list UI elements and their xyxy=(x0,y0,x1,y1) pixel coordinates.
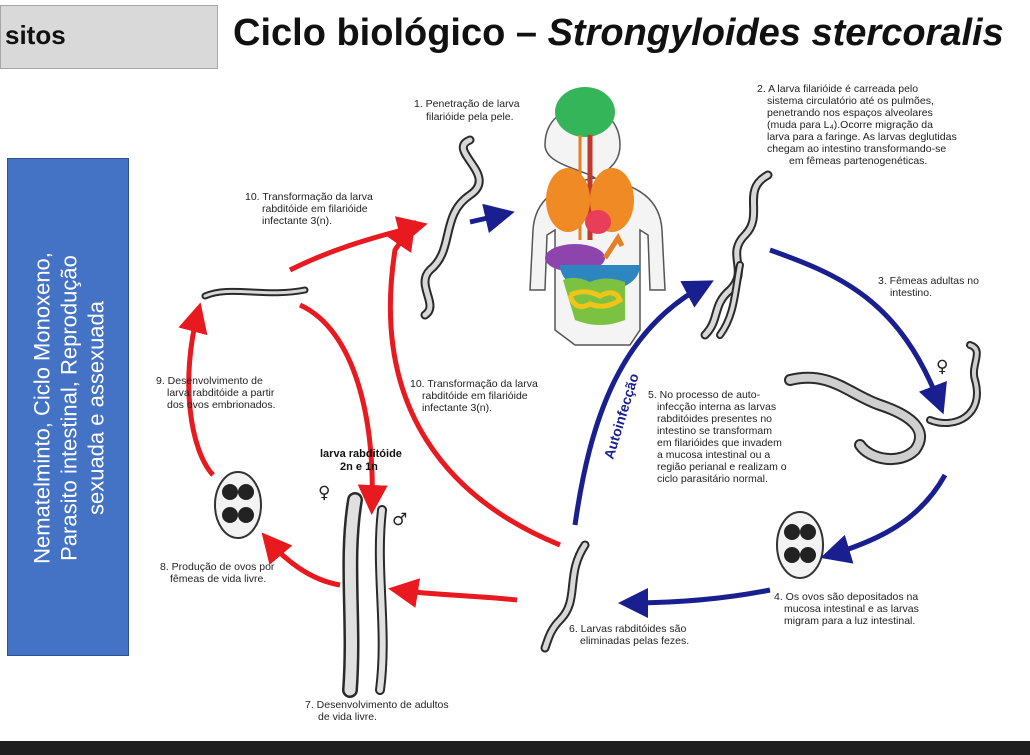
classification-box: Nematelminto, Ciclo Monoxeno, Parasito i… xyxy=(7,158,129,656)
svg-text:6. Larvas rabditóides são: 6. Larvas rabditóides são xyxy=(569,623,686,635)
svg-text:rabditóides presentes no: rabditóides presentes no xyxy=(657,413,772,425)
arrow-skin-to-body xyxy=(469,203,515,234)
svg-text:infectante 3(n).: infectante 3(n). xyxy=(262,215,332,227)
larva-2-inner xyxy=(702,172,771,338)
svg-text:(muda para L₄).Ocorre migração: (muda para L₄).Ocorre migração da xyxy=(767,119,933,131)
svg-text:9. Desenvolvimento de: 9. Desenvolvimento de xyxy=(156,375,263,387)
title-species: Strongyloides stercoralis xyxy=(547,12,1004,54)
svg-text:larva para a faringe. As larva: larva para a faringe. As larvas deglutid… xyxy=(767,131,957,143)
svg-text:sistema circulatório até os pu: sistema circulatório até os pulmões, xyxy=(767,95,934,107)
title-plain: Ciclo biológico – xyxy=(233,12,548,54)
step-2-label: 2. A larva filarióide é carreada pelo si… xyxy=(757,83,957,167)
step-4-label: 4. Os ovos são depositados na mucosa int… xyxy=(774,591,919,627)
svg-text:em fêmeas partenogenéticas.: em fêmeas partenogenéticas. xyxy=(789,155,927,167)
step-9-label: 9. Desenvolvimento de larva rabditóide a… xyxy=(156,375,276,411)
egg-intestinal xyxy=(776,511,824,579)
svg-text:penetrando nos espaços alveola: penetrando nos espaços alveolares xyxy=(767,107,933,119)
rhabditiform-larva-feces-inner xyxy=(542,542,588,651)
arrow-feces-to-adults xyxy=(388,578,518,608)
female-symbol: ♀ xyxy=(318,483,330,503)
intestine-shape xyxy=(563,277,625,325)
step-10b-label: 10. Transformação da larva rabditóide em… xyxy=(410,378,538,414)
egg-free-living xyxy=(214,471,262,539)
free-living-female-inner xyxy=(344,494,361,696)
male-symbol: ♂ xyxy=(392,510,407,530)
step-7-label: 7. Desenvolvimento de adultos de vida li… xyxy=(305,699,449,723)
arrow-body-to-intestine xyxy=(769,247,947,415)
svg-text:3. Fêmeas adultas no: 3. Fêmeas adultas no xyxy=(878,275,979,287)
arrow-feces-to-filariform xyxy=(386,219,561,548)
step-8-label: 8. Produção de ovos por fêmeas de vida l… xyxy=(160,561,275,585)
svg-text:em filarióides que invadem: em filarióides que invadem xyxy=(657,437,782,449)
arrow-egg-to-larva xyxy=(178,302,215,477)
adult-female-intestine-2-inner xyxy=(928,343,979,426)
step-5-label: 5. No processo de auto- infecção interna… xyxy=(648,389,787,485)
arrow-larva-to-adults xyxy=(298,302,388,515)
svg-text:infectante 3(n).: infectante 3(n). xyxy=(422,402,492,414)
svg-text:8. Produção de ovos por: 8. Produção de ovos por xyxy=(160,561,275,573)
svg-text:5. No processo de auto-: 5. No processo de auto- xyxy=(648,389,761,401)
larva-3-inner xyxy=(718,263,742,337)
human-body-figure xyxy=(529,87,666,346)
svg-text:4. Os ovos são depositados na: 4. Os ovos são depositados na xyxy=(774,591,918,603)
adult-female-intestine-inner xyxy=(786,373,924,464)
svg-text:10. Transformação da larva: 10. Transformação da larva xyxy=(245,191,373,203)
svg-text:1. Penetração de larva: 1. Penetração de larva xyxy=(414,98,520,110)
autoinfection-label: Autoinfecção xyxy=(601,371,642,460)
arrow-egg-to-feces xyxy=(618,587,771,618)
left-lung-shape xyxy=(546,168,590,232)
svg-text:rabditóide em filarióide: rabditóide em filarióide xyxy=(262,203,368,215)
svg-text:dos ovos embrionados.: dos ovos embrionados. xyxy=(167,399,276,411)
svg-text:chegam ao intestino transforma: chegam ao intestino transformando-se xyxy=(767,143,946,155)
step-6-label: 6. Larvas rabditóides são eliminadas pel… xyxy=(569,623,689,647)
svg-text:infecção interna as larvas: infecção interna as larvas xyxy=(657,401,776,413)
step-10a-label: 10. Transformação da larva rabditóide em… xyxy=(245,191,373,227)
heart-shape xyxy=(585,210,611,234)
section-tab-label: sitos xyxy=(5,20,66,50)
bottom-bar xyxy=(0,741,1030,755)
ploidy-label: 2n e 1n xyxy=(340,461,378,473)
svg-text:migram para a luz intestinal.: migram para a luz intestinal. xyxy=(784,615,915,627)
svg-text:de vida livre.: de vida livre. xyxy=(318,711,377,723)
filariform-larva-1-inner xyxy=(422,137,482,318)
svg-text:a mucosa intestinal ou a: a mucosa intestinal ou a xyxy=(657,449,770,461)
svg-text:2. A larva filarióide é carrea: 2. A larva filarióide é carreada pelo xyxy=(757,83,918,95)
step-1-label: 1. Penetração de larva filarióide pela p… xyxy=(414,98,520,123)
svg-text:7. Desenvolvimento de adultos: 7. Desenvolvimento de adultos xyxy=(305,699,449,711)
svg-text:intestino se transformam: intestino se transformam xyxy=(657,425,772,437)
svg-text:filarióide pela pele.: filarióide pela pele. xyxy=(426,111,514,123)
female-symbol-intestine: ♀ xyxy=(936,357,948,377)
svg-text:10. Transformação da larva: 10. Transformação da larva xyxy=(410,378,538,390)
brain-shape xyxy=(555,87,615,137)
svg-text:mucosa intestinal e as larvas: mucosa intestinal e as larvas xyxy=(784,603,919,615)
svg-text:eliminadas pelas fezes.: eliminadas pelas fezes. xyxy=(580,635,689,647)
section-tab[interactable]: sitos xyxy=(0,5,218,69)
svg-text:intestino.: intestino. xyxy=(890,287,932,299)
step-3-label: 3. Fêmeas adultas no intestino. xyxy=(878,275,979,299)
svg-text:região perianal e realizam o: região perianal e realizam o xyxy=(657,461,787,473)
slide-title: Ciclo biológico – Strongyloides stercora… xyxy=(233,12,1004,55)
rhabditiform-larva-free-inner xyxy=(203,288,307,298)
arrow-female-to-egg xyxy=(820,473,948,564)
svg-text:fêmeas de vida livre.: fêmeas de vida livre. xyxy=(170,573,266,585)
svg-text:rabditóide em filarióide: rabditóide em filarióide xyxy=(422,390,528,402)
free-living-male-inner xyxy=(376,507,386,693)
svg-text:ciclo parasitário normal.: ciclo parasitário normal. xyxy=(657,473,768,485)
arrow-adults-to-egg xyxy=(261,532,341,588)
svg-text:larva rabditóide a partir: larva rabditóide a partir xyxy=(167,387,275,399)
larva-rabditoide-label: larva rabditóide xyxy=(320,448,402,460)
arrow-autoinfection xyxy=(572,280,714,526)
